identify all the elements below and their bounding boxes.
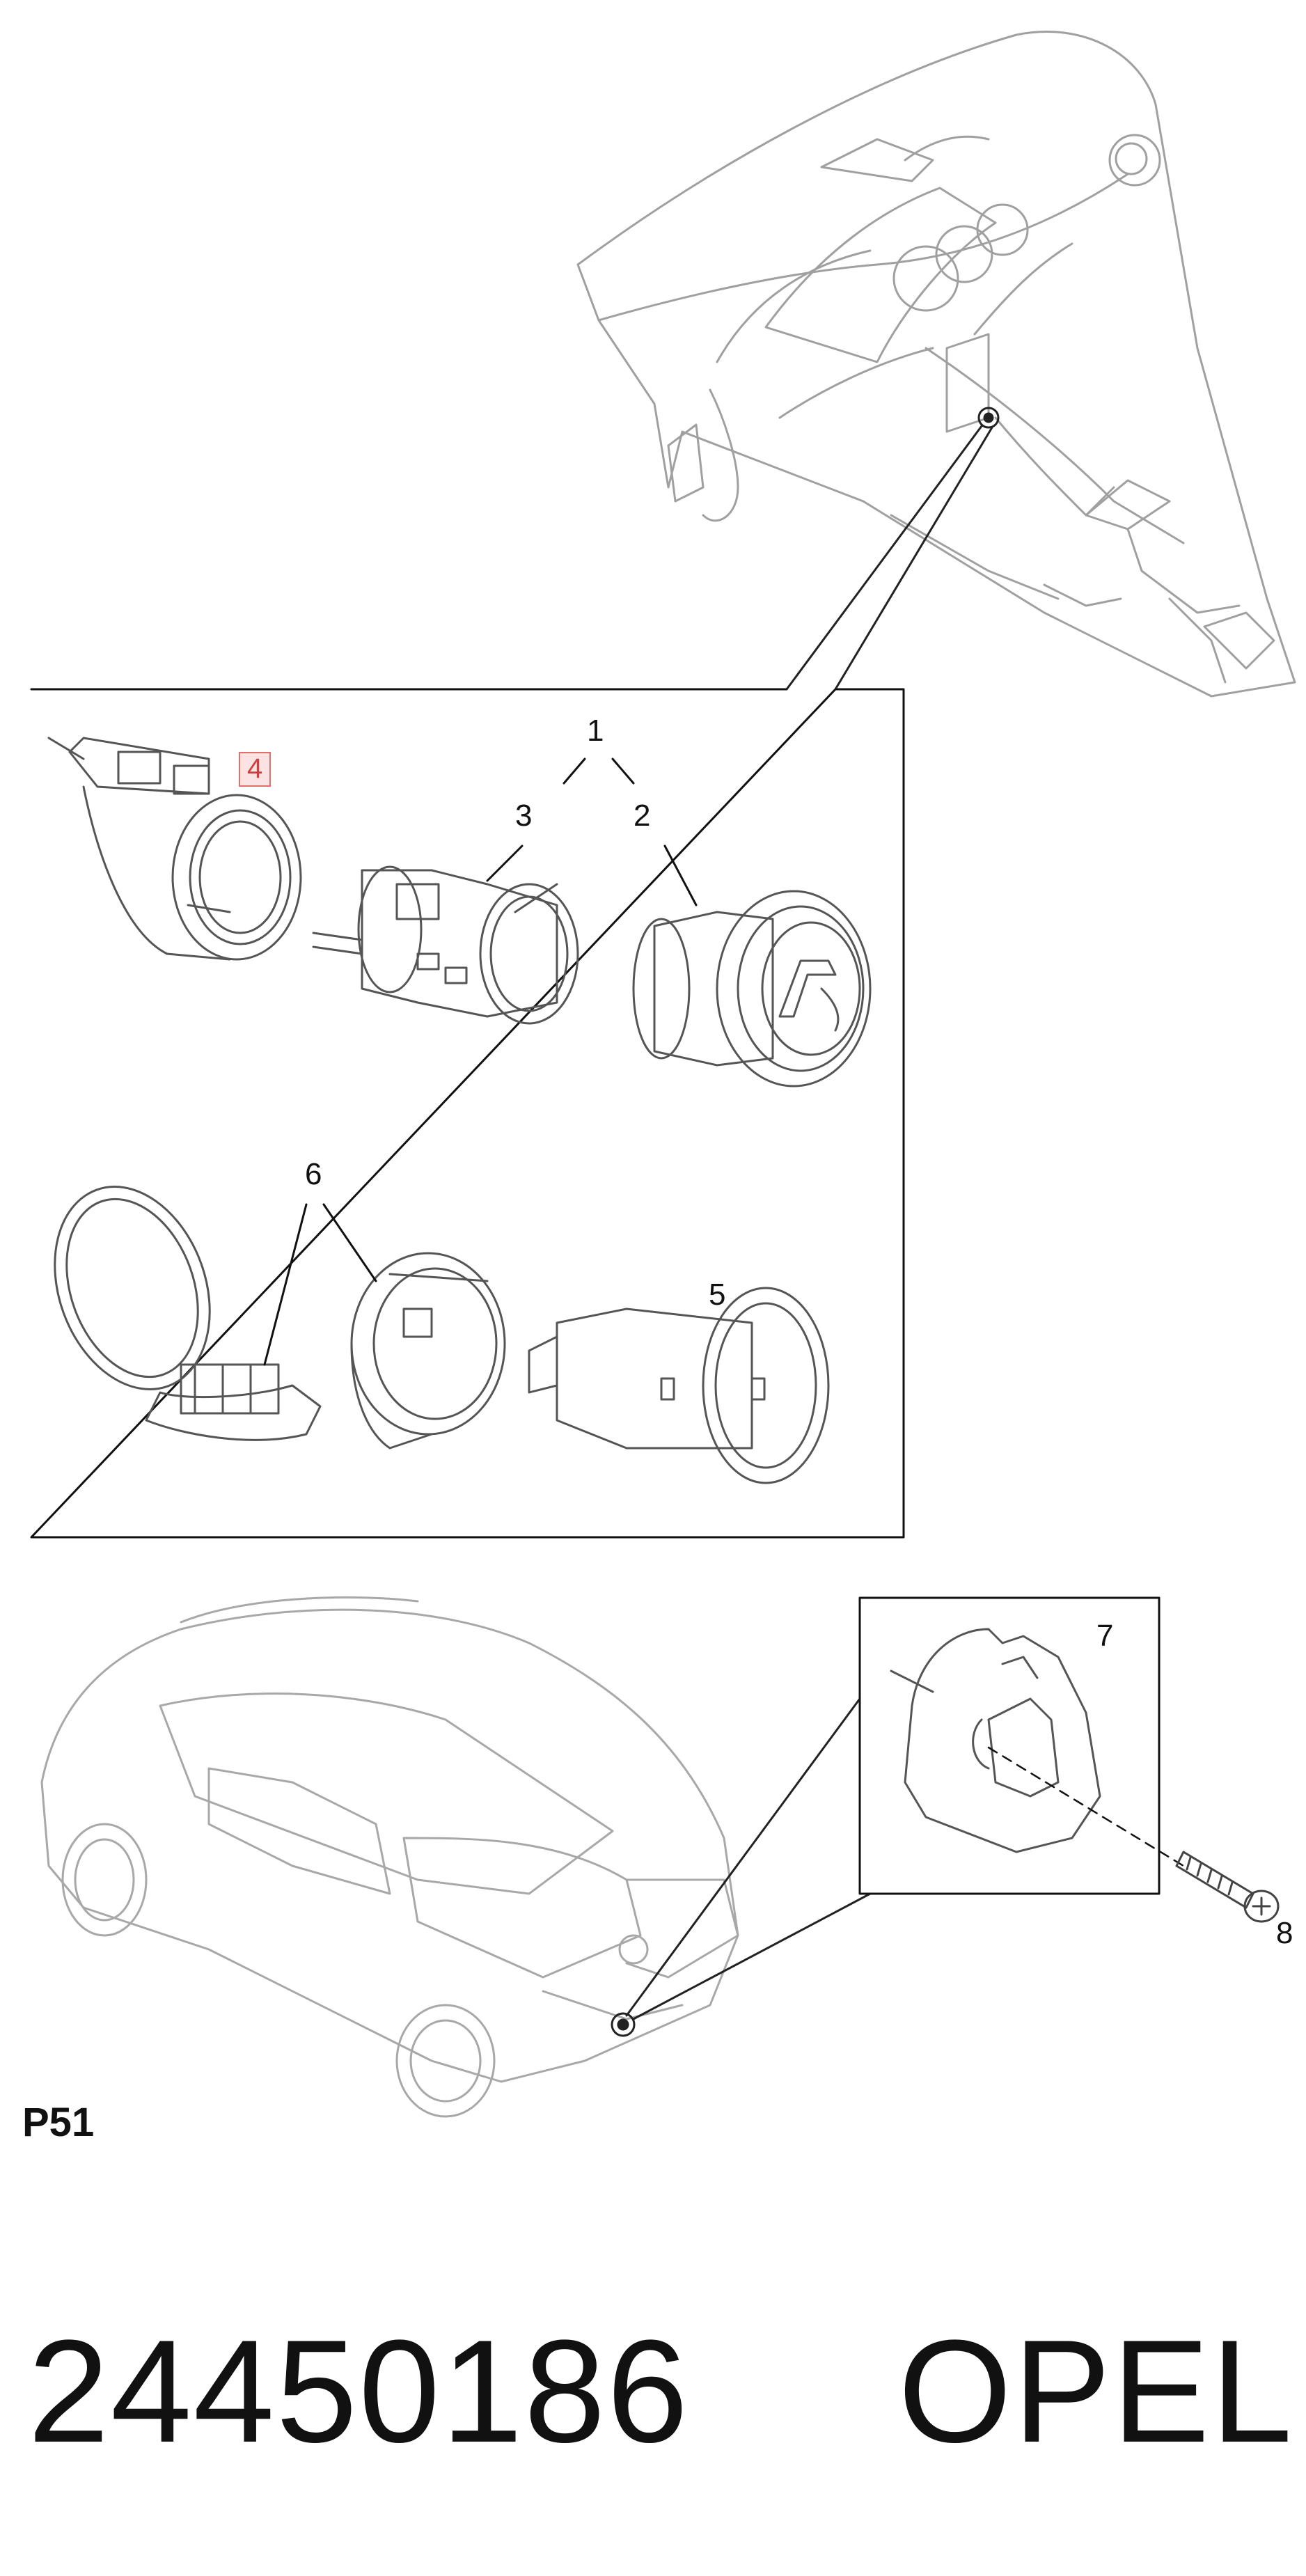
part-7-rear-socket xyxy=(890,1628,1101,1853)
dashboard-leader-lines xyxy=(785,425,993,691)
detail-leader-lines xyxy=(263,757,698,1366)
plate-label: P51 xyxy=(22,2100,95,2145)
callout-3: 3 xyxy=(515,799,533,833)
callout-5: 5 xyxy=(709,1278,726,1312)
detail-box-frame xyxy=(30,688,905,1539)
car-socket-leader xyxy=(611,1697,872,2037)
part-2-lighter-plug xyxy=(632,890,872,1087)
dashboard-illustration xyxy=(576,31,1296,698)
part-5-socket xyxy=(528,1287,830,1484)
part-number: 24450186 xyxy=(28,2309,690,2473)
part-4-socket-housing xyxy=(47,737,302,961)
part-8-screw xyxy=(1175,1851,1280,1923)
brand-name: OPEL xyxy=(898,2309,1294,2473)
part-7-axis-dashed xyxy=(987,1746,1185,1867)
part-6-cover-cap xyxy=(54,1186,322,1441)
car-illustration xyxy=(40,1596,739,2118)
callout-1: 1 xyxy=(587,714,604,748)
callout-4-highlighted: 4 xyxy=(239,752,272,787)
detail-box-7-frame xyxy=(858,1596,1161,1895)
callout-8: 8 xyxy=(1276,1916,1293,1950)
part-6-mounting-ring xyxy=(350,1252,506,1450)
callout-2: 2 xyxy=(634,799,651,833)
part-3-metal-sleeve xyxy=(312,865,579,1025)
callout-7: 7 xyxy=(1096,1619,1114,1653)
callout-6: 6 xyxy=(305,1157,322,1191)
